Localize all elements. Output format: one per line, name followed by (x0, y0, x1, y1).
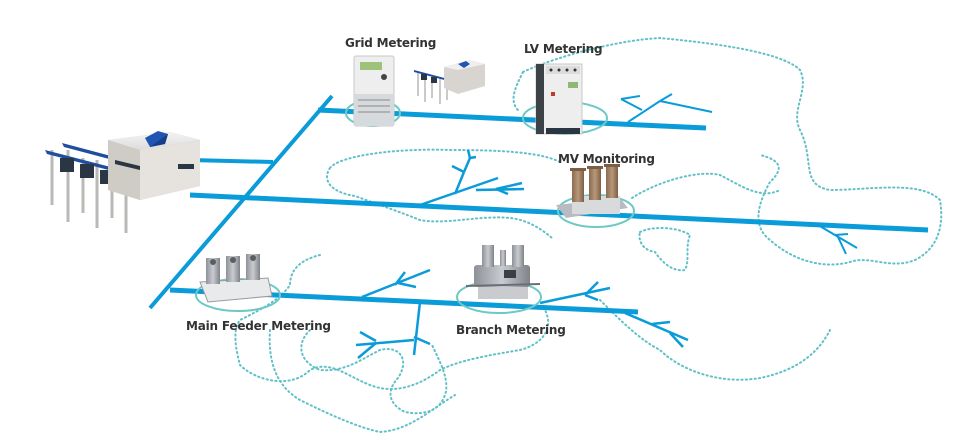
branch-transformer-icon (465, 245, 541, 299)
mv-sensor-icon (556, 164, 628, 218)
branch-main-feeder (355, 268, 431, 359)
label-mv-monitoring: MV Monitoring (558, 152, 655, 166)
service-area-lv (512, 36, 943, 266)
power-lines (148, 93, 929, 359)
trunk-line (148, 94, 334, 310)
service-areas (234, 36, 943, 434)
feeder-substation-top (189, 158, 274, 164)
service-area-main-feeder (234, 254, 550, 390)
service-area-branch (599, 299, 831, 381)
service-area-mv (326, 148, 561, 239)
smart-meter-icon (353, 55, 395, 127)
branch-branch (539, 281, 689, 348)
substation-icon (45, 131, 200, 233)
lv-meter-icon (535, 63, 583, 135)
label-grid-metering: Grid Metering (345, 36, 437, 50)
label-main-feeder-metering: Main Feeder Metering (186, 319, 331, 333)
branch-mv (419, 149, 525, 207)
service-area-bottom (268, 329, 456, 434)
service-area-small (638, 227, 692, 272)
current-transformer-icon (199, 254, 273, 303)
service-area-mv-right (631, 172, 781, 199)
mini-substation-icon (414, 60, 485, 104)
label-branch-metering: Branch Metering (456, 323, 566, 337)
service-area-inner (300, 329, 448, 415)
label-lv-metering: LV Metering (524, 42, 603, 56)
branch-lv (620, 93, 713, 123)
branch-right (817, 224, 858, 255)
